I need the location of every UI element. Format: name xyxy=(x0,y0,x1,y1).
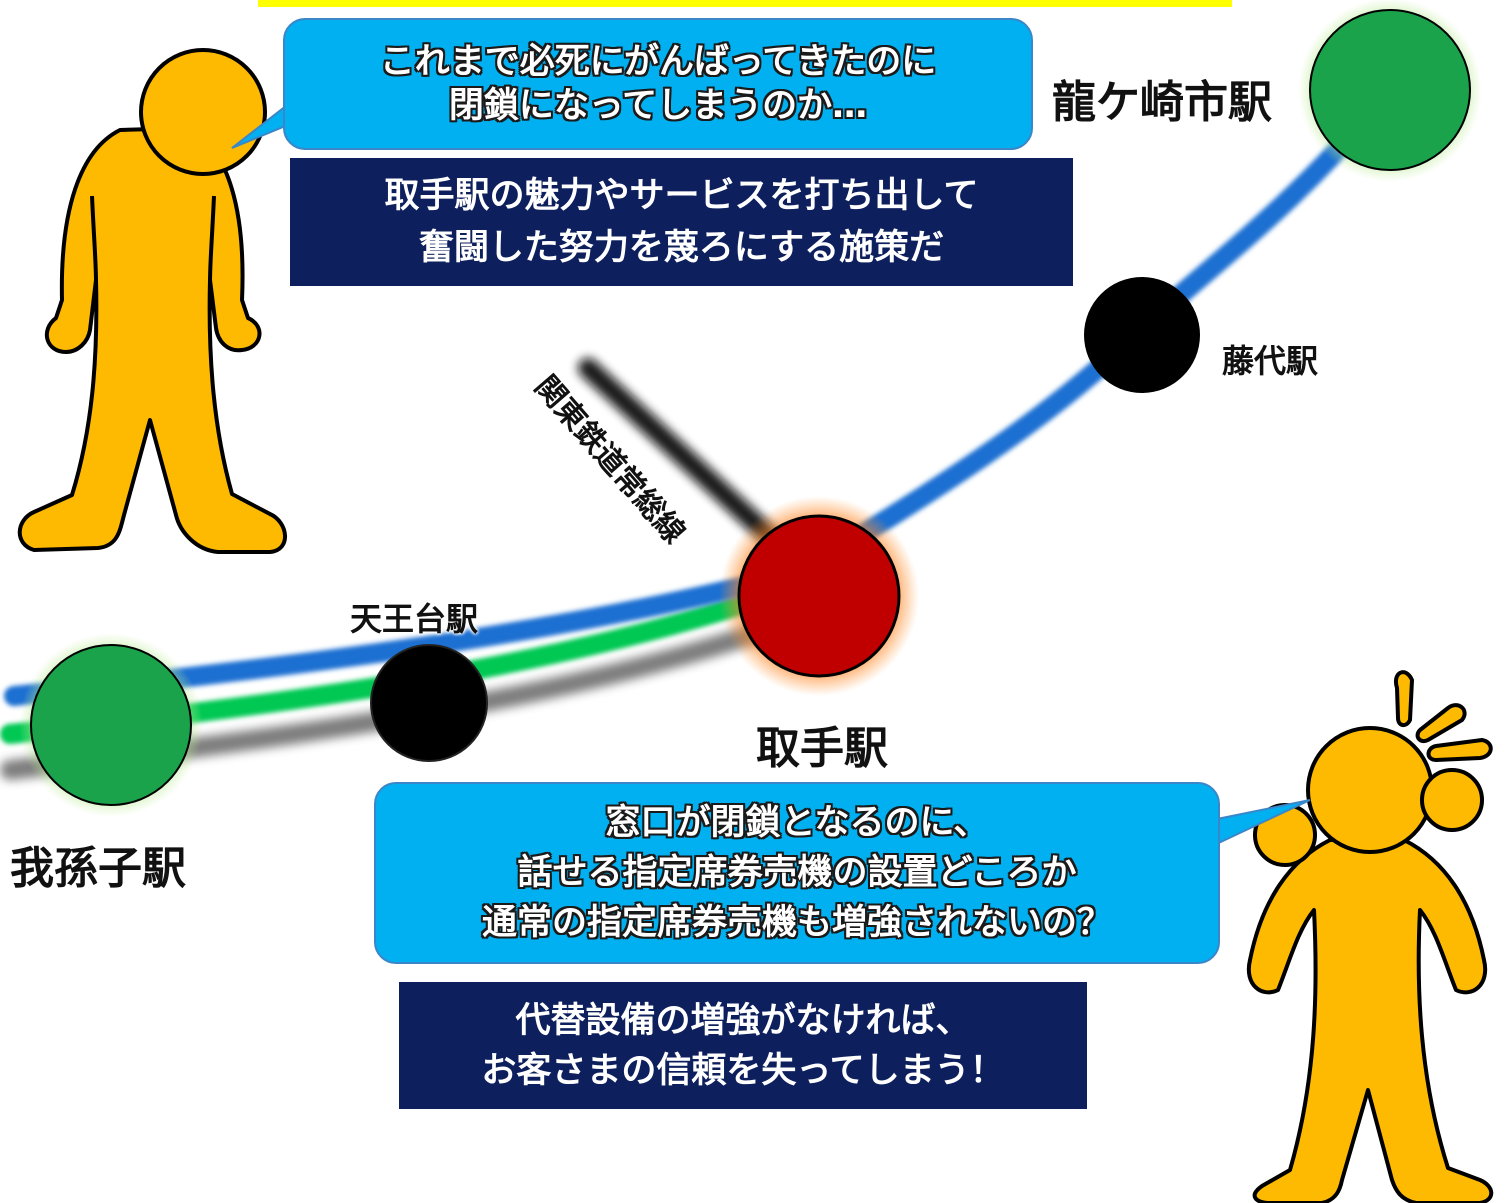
surprise-mark-3 xyxy=(1426,738,1493,762)
station-markers xyxy=(19,0,1482,817)
abiko-station-marker xyxy=(30,644,192,806)
fujishiro-station-marker xyxy=(1084,277,1200,393)
left-figure-head xyxy=(139,48,267,176)
top-highlight-bar xyxy=(258,0,1232,7)
tennodai-station-marker xyxy=(370,644,488,762)
left-figure-arm-line-r xyxy=(208,195,216,283)
ryugasaki-station-label: 龍ケ崎市駅 xyxy=(1052,77,1272,128)
left-figure-body xyxy=(17,126,287,554)
top-navy-note: 取手駅の魅力やサービスを打ち出して 奮闘した努力を蔑ろにする施策だ xyxy=(290,158,1073,286)
bottom-bubble-line-3: 通常の指定席券売機も増強されないの？ xyxy=(481,903,1112,943)
right-figure-head xyxy=(1306,726,1434,854)
bottom-bubble-line-1: 窓口が閉鎖となるのに、 xyxy=(605,803,989,843)
top-bubble-line-2: 閉鎖になってしまうのか… xyxy=(448,86,868,126)
top-note-line-1: 取手駅の魅力やサービスを打ち出して xyxy=(384,176,979,216)
toride-station-label: 取手駅 xyxy=(756,723,888,774)
bottom-bubble-line-2: 話せる指定席券売機の設置どころか xyxy=(517,853,1077,893)
left-figure-arm-line-l xyxy=(90,195,98,283)
person-surprised-icon xyxy=(1246,670,1494,1203)
right-figure-body xyxy=(1246,838,1494,1203)
bottom-navy-note: 代替設備の増強がなければ、 お客さまの信頼を失ってしまう！ xyxy=(399,982,1087,1109)
top-speech-bubble: これまで必死にがんばってきたのに 閉鎖になってしまうのか… xyxy=(283,18,1033,150)
fujishiro-station-label: 藤代駅 xyxy=(1222,342,1319,380)
top-note-line-2: 奮闘した努力を蔑ろにする施策だ xyxy=(418,228,945,268)
bottom-note-line-1: 代替設備の増強がなければ、 xyxy=(515,1000,971,1041)
bottom-note-line-2: お客さまの信頼を失ってしまう！ xyxy=(481,1050,1005,1091)
toride-station-marker xyxy=(737,514,901,678)
ryugasaki-station-marker xyxy=(1309,9,1471,171)
top-bubble-line-1: これまで必死にがんばってきたのに xyxy=(379,42,937,82)
right-figure-hand-right xyxy=(1420,768,1484,832)
tennodai-station-label: 天王台駅 xyxy=(350,600,479,638)
bottom-speech-bubble: 窓口が閉鎖となるのに、 話せる指定席券売機の設置どころか 通常の指定席券売機も増… xyxy=(374,782,1220,964)
abiko-station-label: 我孫子駅 xyxy=(10,843,186,894)
surprise-mark-1 xyxy=(1393,670,1414,727)
person-dejected-icon xyxy=(17,48,287,554)
surprise-mark-2 xyxy=(1415,703,1467,743)
